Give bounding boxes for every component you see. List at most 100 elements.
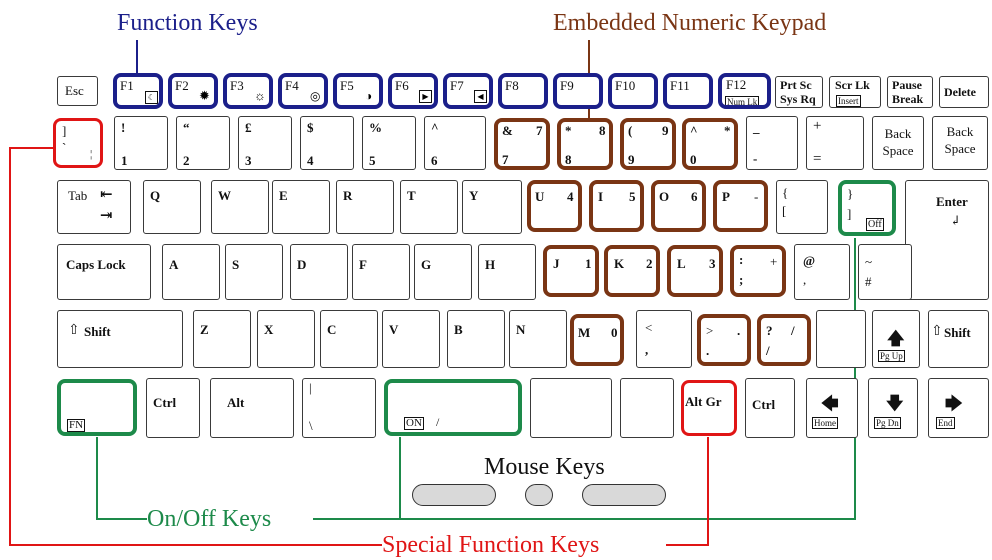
key-g[interactable]: G <box>414 244 472 300</box>
key-up[interactable]: 🡅 Pg Up <box>872 310 920 368</box>
key-tab[interactable]: Tab ⇤ ⇥ <box>57 180 131 234</box>
key-blank-2-row5[interactable] <box>620 378 674 438</box>
key-f4[interactable]: F4 ◎ <box>278 73 328 109</box>
key-9[interactable]: ( 9 9 <box>620 118 676 170</box>
key-f6[interactable]: F6 ▶ <box>388 73 438 109</box>
key-backspace[interactable]: Back Space <box>872 116 924 170</box>
arrow-down-icon: 🡇 <box>886 394 904 413</box>
numeric-keypad-title: Embedded Numeric Keypad <box>553 10 827 36</box>
key-f2[interactable]: F2 ✹ <box>168 73 218 109</box>
on-off-keys-title: On/Off Keys <box>147 506 272 532</box>
key-y[interactable]: Y <box>462 180 522 234</box>
key-left-shift[interactable]: ⇧ Shift <box>57 310 183 368</box>
function-keys-title: Function Keys <box>117 10 258 36</box>
key-p[interactable]: P - <box>713 180 768 232</box>
key-5[interactable]: % 5 <box>362 116 416 170</box>
key-left-brace[interactable]: { [ <box>776 180 828 234</box>
off-label: Off <box>866 218 884 231</box>
key-blank-row4[interactable] <box>816 310 866 368</box>
key-x[interactable]: X <box>257 310 315 368</box>
key-c[interactable]: C <box>320 310 378 368</box>
key-t[interactable]: T <box>400 180 458 234</box>
key-v[interactable]: V <box>382 310 440 368</box>
key-alt[interactable]: Alt <box>210 378 294 438</box>
key-f12[interactable]: F12 Num Lk <box>718 73 771 109</box>
key-3[interactable]: £ 3 <box>238 116 292 170</box>
key-slash[interactable]: ? / / <box>757 314 811 366</box>
mouse-keys-title: Mouse Keys <box>484 454 605 480</box>
key-q[interactable]: Q <box>143 180 201 234</box>
key-right-brace-off[interactable]: } ] Off <box>838 180 896 236</box>
key-backtick[interactable]: ] ` ¦ <box>53 118 103 168</box>
key-f[interactable]: F <box>352 244 410 300</box>
key-b[interactable]: B <box>447 310 505 368</box>
on-label: ON <box>404 417 424 430</box>
key-i[interactable]: I 5 <box>589 180 644 232</box>
key-7[interactable]: & 7 7 <box>494 118 550 170</box>
key-enter[interactable]: Enter ↲ <box>905 180 989 300</box>
mouse-right-button[interactable] <box>582 484 666 506</box>
num-lock-label: Num Lk <box>725 96 760 107</box>
key-j[interactable]: J 1 <box>543 245 599 297</box>
key-z[interactable]: Z <box>193 310 251 368</box>
key-8[interactable]: * 8 8 <box>557 118 613 170</box>
key-f8[interactable]: F8 <box>498 73 548 109</box>
key-delete[interactable]: Delete <box>939 76 989 108</box>
key-right-ctrl[interactable]: Ctrl <box>745 378 795 438</box>
key-fn[interactable]: FN <box>57 379 137 436</box>
key-f3[interactable]: F3 ☼ <box>223 73 273 109</box>
key-f11[interactable]: F11 <box>663 73 713 109</box>
key-right[interactable]: 🡆 End <box>928 378 989 438</box>
key-m[interactable]: M 0 <box>570 314 624 366</box>
fn-label: FN <box>67 419 86 432</box>
page-up-label: Pg Up <box>878 350 905 362</box>
key-caps-lock[interactable]: Caps Lock <box>57 244 151 300</box>
key-semicolon[interactable]: : ; + <box>730 245 786 297</box>
key-s[interactable]: S <box>225 244 283 300</box>
key-left-ctrl[interactable]: Ctrl <box>146 378 200 438</box>
key-d[interactable]: D <box>290 244 348 300</box>
key-scrlk[interactable]: Scr Lk Insert <box>829 76 881 108</box>
key-prtsc[interactable]: Prt Sc Sys Rq <box>775 76 823 108</box>
key-space-on[interactable]: ON / <box>384 379 522 436</box>
key-f7[interactable]: F7 ◀ <box>443 73 493 109</box>
key-f1[interactable]: F1 ☾ <box>113 73 163 109</box>
key-down[interactable]: 🡇 Pg Dn <box>868 378 918 438</box>
key-n[interactable]: N <box>509 310 567 368</box>
key-at[interactable]: @ , <box>794 244 850 300</box>
key-u[interactable]: U 4 <box>527 180 582 232</box>
key-f9[interactable]: F9 <box>553 73 603 109</box>
key-2[interactable]: “ 2 <box>176 116 230 170</box>
key-o[interactable]: O 6 <box>651 180 706 232</box>
key-blank-1-row5[interactable] <box>530 378 612 438</box>
key-esc[interactable]: Esc <box>57 76 98 106</box>
key-equals[interactable]: + = <box>806 116 864 170</box>
key-period[interactable]: > . . <box>697 314 751 366</box>
key-h[interactable]: H <box>478 244 536 300</box>
key-alt-gr[interactable]: Alt Gr <box>681 380 737 436</box>
key-0[interactable]: ^ * 0 <box>682 118 738 170</box>
key-f10[interactable]: F10 <box>608 73 658 109</box>
key-a[interactable]: A <box>162 244 220 300</box>
key-backspace-2[interactable]: Back Space <box>932 116 988 170</box>
key-6[interactable]: ^ 6 <box>424 116 486 170</box>
key-minus[interactable]: _ - <box>746 116 798 170</box>
mouse-middle-button[interactable] <box>525 484 553 506</box>
key-less-than[interactable]: < , <box>636 310 692 368</box>
key-backslash[interactable]: | \ <box>302 378 376 438</box>
enter-return-icon: ↲ <box>950 213 961 228</box>
key-hash[interactable]: ~ # <box>858 244 912 300</box>
key-l[interactable]: L 3 <box>667 245 723 297</box>
key-w[interactable]: W <box>211 180 269 234</box>
key-e[interactable]: E <box>272 180 330 234</box>
key-right-shift[interactable]: ⇧ Shift <box>928 310 989 368</box>
key-1[interactable]: ! 1 <box>114 116 168 170</box>
key-4[interactable]: $ 4 <box>300 116 354 170</box>
key-left[interactable]: 🡄 Home <box>806 378 858 438</box>
key-pause[interactable]: Pause Break <box>887 76 933 108</box>
key-f5[interactable]: F5 ◑ <box>333 73 383 109</box>
mouse-left-button[interactable] <box>412 484 496 506</box>
key-k[interactable]: K 2 <box>604 245 660 297</box>
key-r[interactable]: R <box>336 180 394 234</box>
